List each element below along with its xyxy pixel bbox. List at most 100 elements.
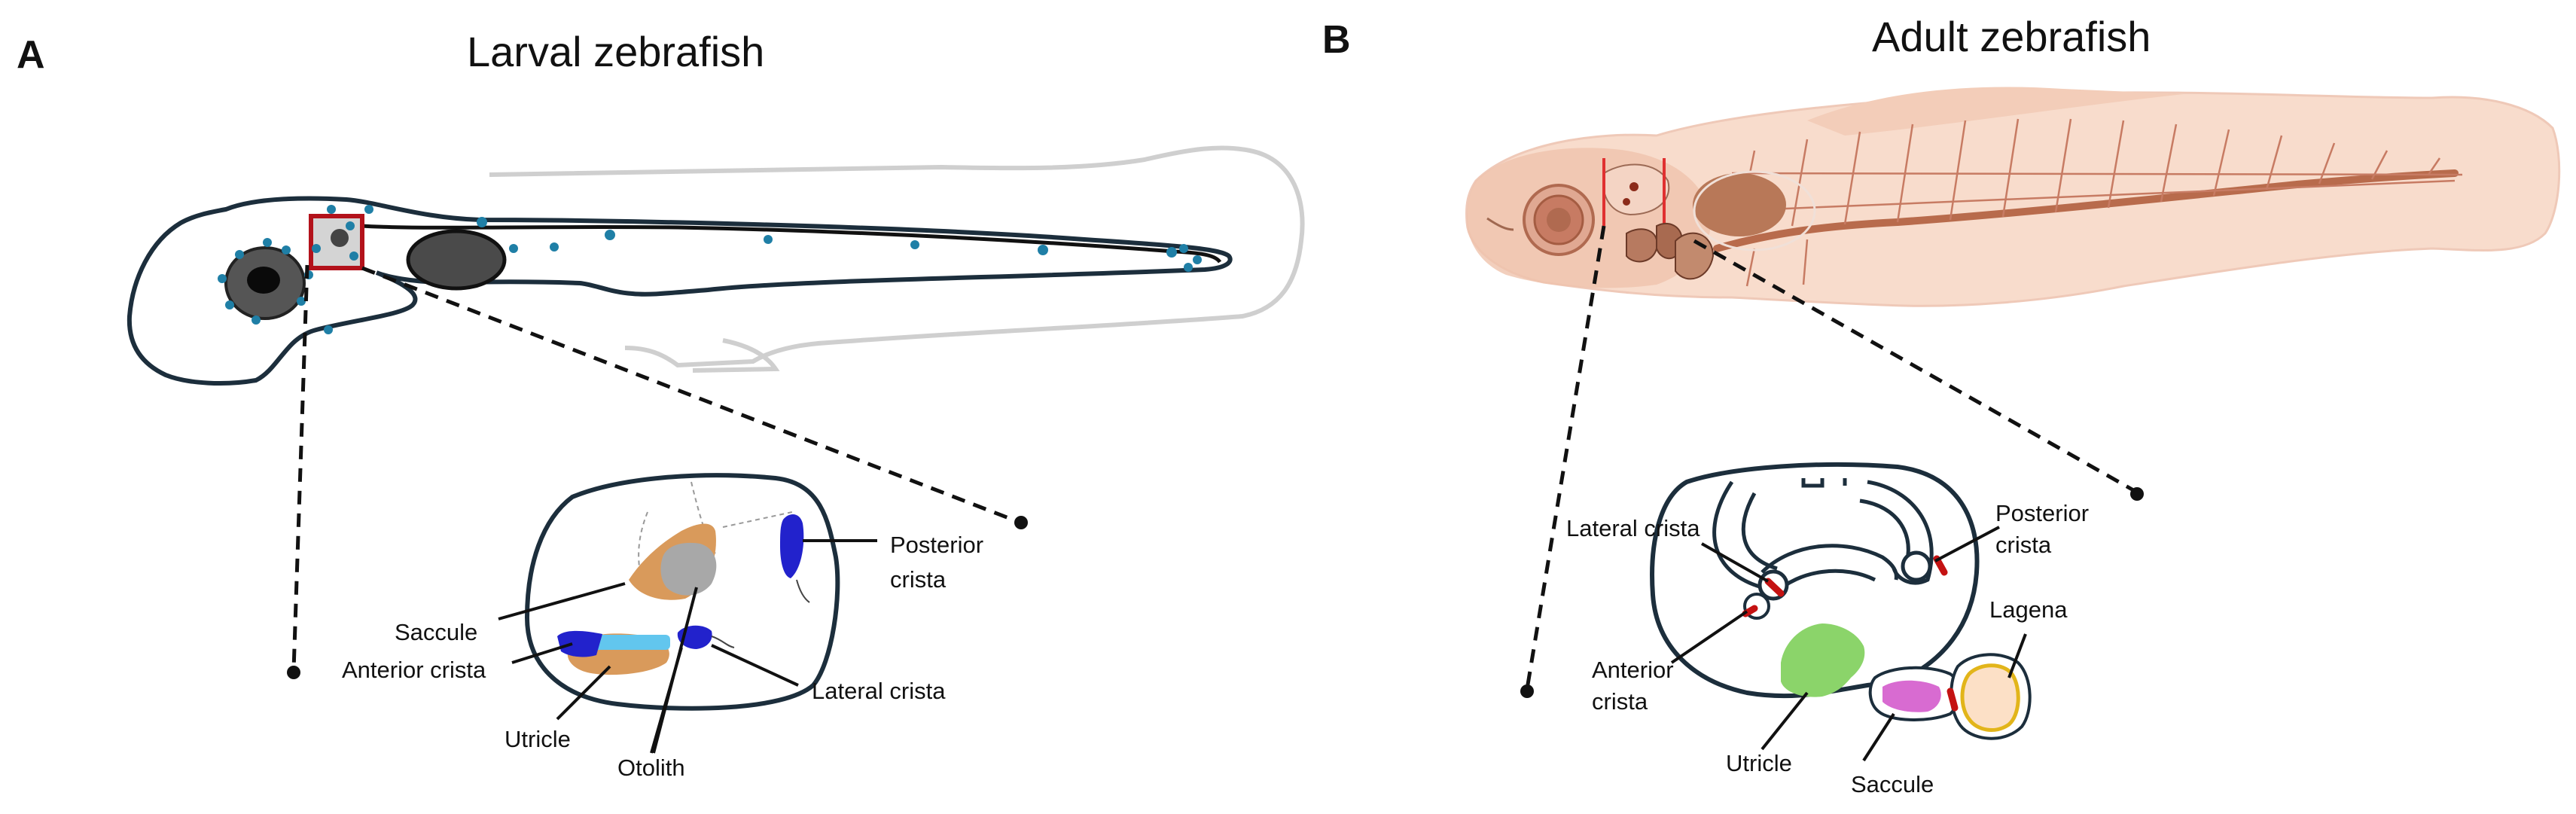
- label-posterior-crista-line1: Posterior: [890, 532, 983, 558]
- lateral-crista-hair: [711, 636, 735, 648]
- neuromast: [282, 245, 291, 255]
- adult-label-posterior-line2: crista: [1995, 532, 2052, 558]
- lateral-crista-red: [1764, 578, 1785, 597]
- larval-ear-outline: [524, 473, 840, 711]
- label-utricle: Utricle: [505, 726, 571, 752]
- adult-anterior-pointer: [1670, 610, 1748, 664]
- adult-label-posterior-line1: Posterior: [1995, 500, 2089, 526]
- adult-lateral-line: [1713, 169, 2459, 252]
- adult-mouth: [1486, 217, 1514, 231]
- otolith-pointer-right: [652, 587, 698, 754]
- label-saccule: Saccule: [395, 619, 477, 645]
- adult-brain-spot: [1623, 198, 1630, 206]
- adult-lateral-pointer: [1701, 542, 1769, 583]
- canal-top-left: [1801, 478, 1825, 488]
- larval-fin-fold: [489, 145, 1305, 368]
- neuromast: [346, 221, 355, 230]
- neuromast: [349, 252, 358, 261]
- utricular-otolith: [587, 635, 670, 650]
- adult-zoom-line-left: [1525, 225, 1606, 690]
- larval-inner-ear-diagram: Posterior crista Saccule Anterior crista…: [342, 473, 983, 781]
- neuromast: [297, 297, 306, 306]
- zoom-line-left: [291, 264, 309, 671]
- zoom-endpoint-dot: [1014, 516, 1028, 529]
- label-posterior-crista-line2: crista: [890, 566, 947, 593]
- neuromast: [225, 300, 234, 309]
- neuromast: [263, 238, 272, 247]
- adult-organ: [1626, 228, 1658, 263]
- neuromast: [910, 240, 919, 249]
- neuromast: [550, 242, 559, 252]
- adult-saccule-pointer: [1862, 712, 1895, 762]
- anterior-pointer: [511, 642, 573, 664]
- neuromast: [235, 250, 244, 259]
- ear-guide-line: [690, 481, 716, 554]
- saccular-otolith: [660, 542, 717, 596]
- neuromast: [312, 244, 321, 253]
- adult-pupil: [1547, 208, 1571, 232]
- utricle-pointer: [556, 665, 611, 721]
- label-lateral-crista: Lateral crista: [812, 678, 946, 704]
- ear-guide-line: [722, 511, 793, 528]
- neuromast: [324, 325, 333, 334]
- adult-posterior-pointer: [1934, 526, 2000, 562]
- lagena-macula-red: [1946, 687, 1959, 712]
- adult-utricle-pointer: [1761, 691, 1809, 751]
- neuromast: [509, 244, 518, 253]
- adult-fin-rays: [1731, 118, 2463, 287]
- zoom-endpoint-dot: [2130, 487, 2144, 501]
- posterior-canal: [1867, 480, 1934, 585]
- neuromast: [252, 316, 261, 325]
- larval-lower-fin: [692, 338, 780, 373]
- larval-otic-vesicle: [331, 229, 349, 247]
- lateral-pointer: [711, 644, 799, 687]
- neuromast: [1166, 247, 1177, 258]
- zoom-endpoint-dot: [1520, 684, 1534, 698]
- adult-lagena-pointer: [2007, 633, 2027, 678]
- larval-swim-bladder: [406, 229, 507, 291]
- adult-label-anterior-line1: Anterior: [1592, 657, 1674, 683]
- adult-label-saccule: Saccule: [1851, 771, 1934, 797]
- adult-dorsal-fin: [1807, 87, 2184, 136]
- zoom-line-right: [361, 266, 1017, 523]
- adult-label-lateral-crista: Lateral crista: [1566, 515, 1700, 541]
- label-anterior-crista: Anterior crista: [342, 657, 486, 683]
- neuromast: [764, 235, 773, 244]
- adult-label-utricle: Utricle: [1726, 750, 1792, 776]
- lagena-shape: [1960, 663, 2020, 732]
- adult-zebrafish-illustration: [1465, 87, 2561, 307]
- anterior-canal: [1712, 480, 1763, 590]
- posterior-crista-ampulla: [1901, 550, 1932, 582]
- panel-b-letter: B: [1322, 18, 1351, 62]
- neuromast: [218, 274, 227, 283]
- anterior-canal-inner: [1741, 492, 1778, 571]
- saccule-pink: [1882, 680, 1941, 712]
- neuromast: [1184, 263, 1193, 272]
- adult-swim-bladder: [1693, 173, 1786, 236]
- saccule-pointer: [498, 582, 626, 620]
- neuromast: [327, 205, 336, 214]
- adult-zoom-line-right: [1693, 239, 2136, 493]
- neuromast: [477, 217, 487, 227]
- adult-swim-bladder-outer: [1693, 170, 1816, 252]
- neuromast: [1038, 245, 1048, 255]
- panel-a-title: Larval zebrafish: [467, 28, 764, 75]
- adult-label-lagena: Lagena: [1989, 596, 2068, 623]
- adult-brain-spot: [1629, 182, 1639, 191]
- panel-a-letter: A: [17, 33, 45, 77]
- neuromast: [364, 205, 373, 214]
- posterior-crista-shape: [780, 514, 804, 578]
- larval-body-outline: [127, 196, 1233, 386]
- label-otolith: Otolith: [617, 755, 685, 781]
- neuromast: [1179, 244, 1188, 253]
- panel-b-title: Adult zebrafish: [1872, 13, 2151, 60]
- neuromast: [1193, 255, 1202, 264]
- posterior-crista-hair: [796, 579, 810, 603]
- lateral-canal: [1761, 544, 1898, 581]
- utricle-green: [1781, 623, 1865, 697]
- larval-zebrafish-illustration: [127, 145, 1305, 386]
- larval-pupil: [247, 267, 280, 294]
- anterior-crista-shape: [557, 630, 602, 657]
- adult-inner-ear-diagram: Lateral crista Posterior crista Lagena A…: [1566, 462, 2089, 797]
